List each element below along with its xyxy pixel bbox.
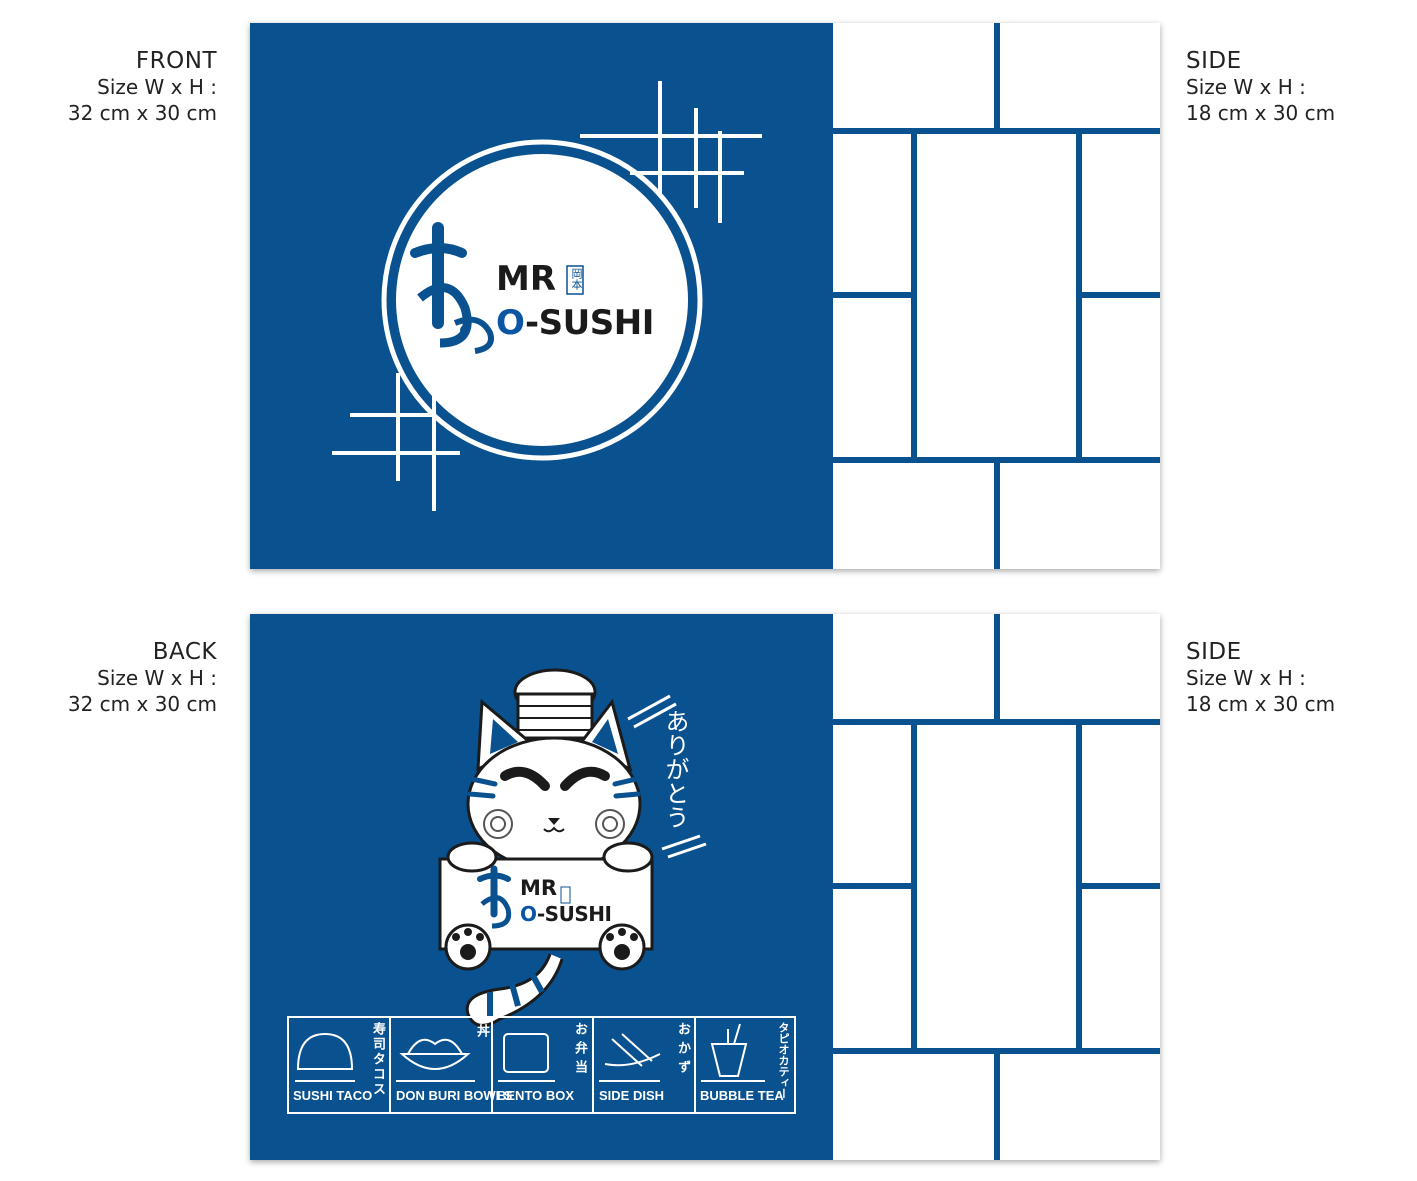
bowl-icon [399, 1038, 471, 1070]
side-tile-grid [833, 23, 1160, 569]
logo-mark-icon [410, 222, 494, 354]
back-size: 32 cm x 30 cm [67, 692, 217, 716]
back-size-label: Size W x H : [97, 666, 217, 690]
menu-jp-bubble-tea: タピオカティー [777, 1022, 790, 1099]
menu-label-bento: BENTO BOX [497, 1088, 575, 1103]
menu-jp-side-dish: おかず [675, 1022, 690, 1079]
bento-box-icon [503, 1033, 549, 1073]
back-logo-mr: MR [520, 876, 558, 900]
menu-jp-sushi-taco: 寿司タコス [370, 1022, 385, 1097]
stamp-box [566, 265, 584, 295]
back-title: BACK [152, 639, 217, 665]
menu-jp-donburi: 丼 [474, 1024, 489, 1037]
menu-jp-bento: お弁当 [572, 1022, 587, 1079]
back-logo-osushi: O-SUSHI [520, 902, 612, 926]
deco-lines-top [580, 81, 762, 223]
front-logo-rest: -SUSHI [525, 303, 654, 343]
menu-label-side-dish: SIDE DISH [599, 1088, 665, 1103]
front-panel: MR O-SUSHI 岡本 [250, 23, 1160, 569]
back-logo-rest: -SUSHI [536, 902, 612, 926]
side-bottom-size: 18 cm x 30 cm [1186, 692, 1336, 716]
side-top-size-label: Size W x H : [1186, 75, 1306, 99]
back-label: BACK Size W x H : 32 cm x 30 cm [68, 639, 217, 717]
bubble-tea-icon [710, 1023, 748, 1077]
badge-ring [381, 139, 703, 461]
menu-label-sushi-taco: SUSHI TACO [293, 1088, 373, 1103]
front-label: FRONT Size W x H : 32 cm x 30 cm [68, 48, 217, 126]
menu-strip-frame [287, 1016, 796, 1114]
side-top-label: SIDE Size W x H : 18 cm x 30 cm [1186, 48, 1335, 126]
front-stamp-text: 岡本 [570, 268, 583, 290]
front-size-label: Size W x H : [97, 75, 217, 99]
back-panel: MR O-SUSHI ありがとう SUSHI TACO 寿司タコス DON BU… [250, 614, 1160, 1160]
menu-label-bubble-tea: BUBBLE TEA [700, 1088, 784, 1103]
menu-label-donburi: DON BURI BOWLS [396, 1088, 513, 1103]
speed-lines [627, 694, 707, 859]
badge-circle [396, 154, 688, 446]
sushi-roll-icon [604, 1033, 661, 1067]
front-size: 32 cm x 30 cm [67, 101, 217, 125]
back-artwork [250, 614, 1160, 1160]
side-top-title: SIDE [1186, 48, 1242, 74]
deco-lines-bottom [332, 373, 460, 511]
front-artwork [250, 23, 1160, 569]
chef-cat-mascot-icon [438, 668, 654, 1027]
front-logo-osushi: O-SUSHI [496, 303, 654, 343]
back-logo-o: O [520, 902, 537, 926]
taco-icon [296, 1032, 354, 1070]
side-tile-grid-back [833, 614, 1160, 1160]
arigatou-text: ありがとう [661, 709, 689, 829]
side-top-size: 18 cm x 30 cm [1186, 101, 1336, 125]
side-bottom-label: SIDE Size W x H : 18 cm x 30 cm [1186, 639, 1335, 717]
side-bottom-title: SIDE [1186, 639, 1242, 665]
front-title: FRONT [135, 48, 217, 74]
side-bottom-size-label: Size W x H : [1186, 666, 1306, 690]
front-logo-mr: MR [496, 259, 557, 299]
front-logo-o: O [496, 303, 526, 343]
